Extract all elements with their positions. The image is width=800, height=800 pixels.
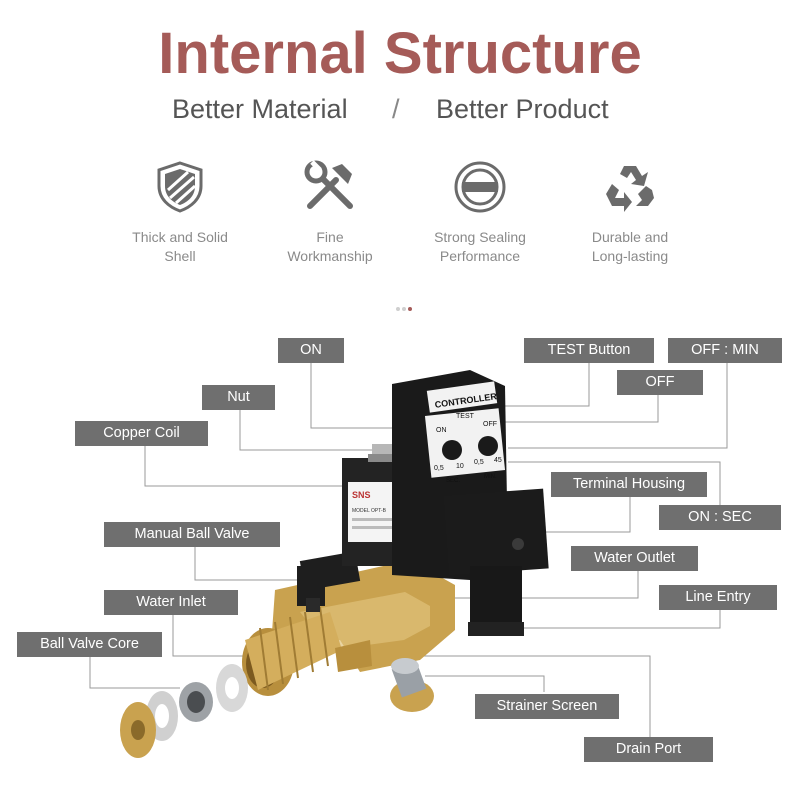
shield-icon: [157, 161, 203, 213]
callout-off: OFF: [617, 370, 703, 395]
brand-label: SNS: [352, 490, 371, 500]
leader-lines: [89, 362, 728, 737]
test-label: TEST: [456, 413, 475, 420]
callout-copper-coil: Copper Coil: [75, 421, 208, 446]
feature-fine-workmanship: Fine Workmanship: [255, 160, 405, 266]
dial-left-max: 10: [456, 463, 464, 470]
dial-right-min: 0,5: [474, 459, 484, 466]
strainer-screen: [390, 658, 434, 712]
tools-icon: [304, 160, 353, 209]
callout-test-button: TEST Button: [524, 338, 654, 363]
nut: [368, 444, 396, 462]
feature-durable: Durable and Long-lasting: [555, 160, 705, 266]
terminal-housing: [443, 488, 549, 636]
subtitle-better-product: Better Product: [436, 94, 609, 124]
feature-thick-solid-shell: Thick and Solid Shell: [105, 160, 255, 266]
dial-right-max: 45: [494, 457, 502, 464]
feature-label-line1: Fine: [316, 229, 344, 245]
callout-nut: Nut: [202, 385, 275, 410]
callout-on: ON: [278, 338, 344, 363]
callout-line-entry: Line Entry: [659, 585, 777, 610]
feature-label-line2: Performance: [439, 248, 521, 264]
page-title: Internal Structure: [158, 21, 642, 86]
carousel-dot[interactable]: [402, 307, 406, 311]
callout-water-outlet: Water Outlet: [571, 546, 698, 571]
off-label: OFF: [483, 421, 497, 428]
feature-label-line2: Workmanship: [287, 248, 373, 264]
callout-terminal-housing: Terminal Housing: [551, 472, 707, 497]
callout-off-min: OFF : MIN: [668, 338, 782, 363]
subtitle-separator: /: [392, 94, 400, 124]
callout-manual-ball-valve: Manual Ball Valve: [104, 522, 280, 547]
callout-water-inlet: Water Inlet: [104, 590, 238, 615]
ball-valve-core-parts: [120, 664, 248, 758]
feature-label-line2: Shell: [164, 248, 196, 264]
callout-drain-port: Drain Port: [584, 737, 713, 762]
feature-label-line1: Strong Sealing: [434, 229, 526, 245]
dial-left-min: 0,5: [434, 465, 444, 472]
carousel-dot-active[interactable]: [408, 307, 412, 311]
callout-on-sec: ON : SEC: [659, 505, 781, 530]
feature-label-line2: Long-lasting: [591, 248, 669, 264]
recycle-icon: [606, 166, 654, 212]
seal-icon: [454, 161, 506, 213]
feature-strong-sealing: Strong Sealing Performance: [405, 160, 555, 266]
on-label: ON: [436, 427, 447, 434]
feature-label-line1: Durable and: [591, 229, 669, 245]
carousel-dot[interactable]: [396, 307, 400, 311]
min-label: MIN.: [484, 474, 497, 480]
model-label: MODEL OPT-B: [352, 508, 387, 514]
callout-ball-valve-core: Ball Valve Core: [17, 632, 162, 657]
sec-label: SEC.: [446, 478, 460, 484]
carousel-dots[interactable]: [396, 298, 414, 316]
callout-strainer-screen: Strainer Screen: [475, 694, 619, 719]
subtitle-better-material: Better Material: [172, 94, 348, 124]
feature-label-line1: Thick and Solid: [132, 229, 228, 245]
